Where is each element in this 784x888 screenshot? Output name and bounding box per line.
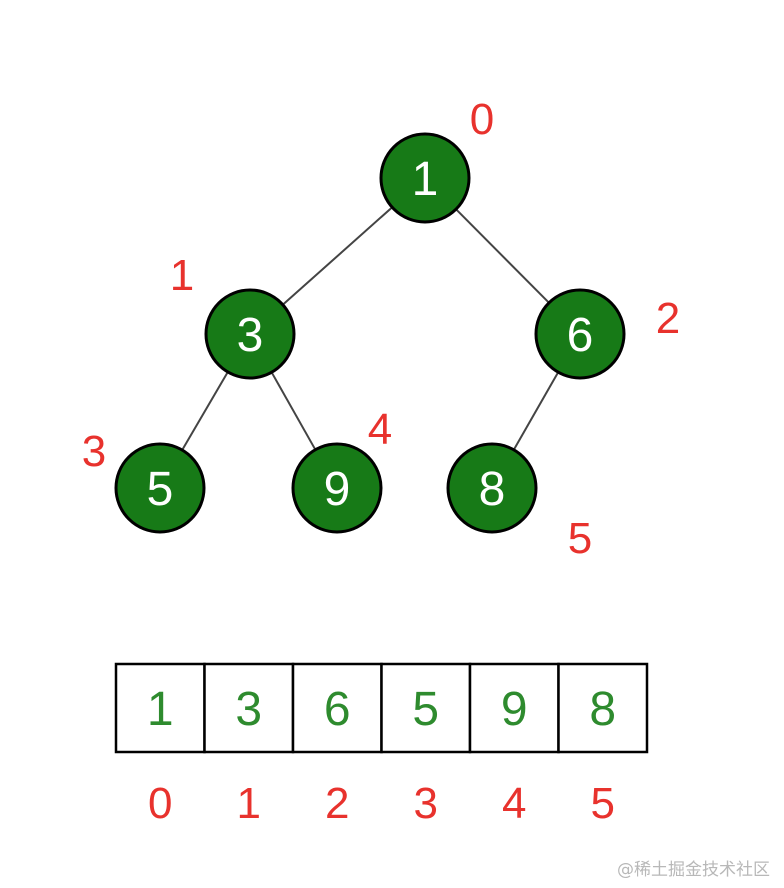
- tree-node-value: 6: [567, 309, 594, 362]
- tree-node: 3: [204, 288, 296, 380]
- array-index: 0: [148, 779, 172, 828]
- array-cell-value: 6: [324, 683, 351, 736]
- array-cell-value: 3: [235, 683, 262, 736]
- tree-node-value: 3: [237, 309, 264, 362]
- tree-node-circle: [204, 288, 296, 380]
- array-index: 1: [237, 779, 261, 828]
- tree-node-value: 8: [479, 463, 506, 516]
- tree-node-index: 2: [656, 294, 680, 343]
- tree-node-circle: [114, 442, 206, 534]
- tree-edge: [513, 372, 559, 450]
- tree-node: 1: [379, 132, 471, 224]
- watermark: @稀土掘金技术社区: [617, 860, 770, 880]
- tree-edge: [456, 209, 549, 303]
- array-cell: [557, 662, 649, 754]
- tree-node-value: 5: [147, 463, 174, 516]
- tree-node-circle: [446, 442, 538, 534]
- tree-node: 9: [291, 442, 383, 534]
- tree-node-index: 1: [170, 251, 194, 300]
- tree-node-circle: [291, 442, 383, 534]
- tree-edge: [282, 207, 393, 305]
- array-cell-value: 9: [501, 683, 528, 736]
- array-cell: [468, 662, 560, 754]
- tree-node-circle: [379, 132, 471, 224]
- array-cell: [203, 662, 295, 754]
- tree-node-value: 9: [324, 463, 351, 516]
- array-index: 3: [414, 779, 438, 828]
- tree-node-value: 1: [412, 153, 439, 206]
- tree-node-index: 5: [568, 514, 592, 563]
- array-cell-value: 1: [147, 683, 174, 736]
- array-index: 2: [325, 779, 349, 828]
- tree-node-circle: [534, 288, 626, 380]
- array-index: 4: [502, 779, 526, 828]
- tree-node-index: 4: [368, 405, 392, 454]
- array-cell: [291, 662, 383, 754]
- array-cell: [114, 662, 206, 754]
- tree-edges: [181, 207, 559, 450]
- tree-node: 6: [534, 288, 626, 380]
- tree-node-index: 0: [470, 95, 494, 144]
- tree-edge: [271, 372, 316, 450]
- array-cell-value: 8: [589, 683, 616, 736]
- tree-node: 8: [446, 442, 538, 534]
- tree-node-index: 3: [82, 427, 106, 476]
- tree-edge: [181, 372, 229, 450]
- heap-array: 1 3 6 5 9 8: [114, 662, 649, 754]
- tree-node: 5: [114, 442, 206, 534]
- array-index-labels: 0 1 2 3 4 5: [148, 779, 615, 828]
- array-cell-value: 5: [412, 683, 439, 736]
- array-index: 5: [591, 779, 615, 828]
